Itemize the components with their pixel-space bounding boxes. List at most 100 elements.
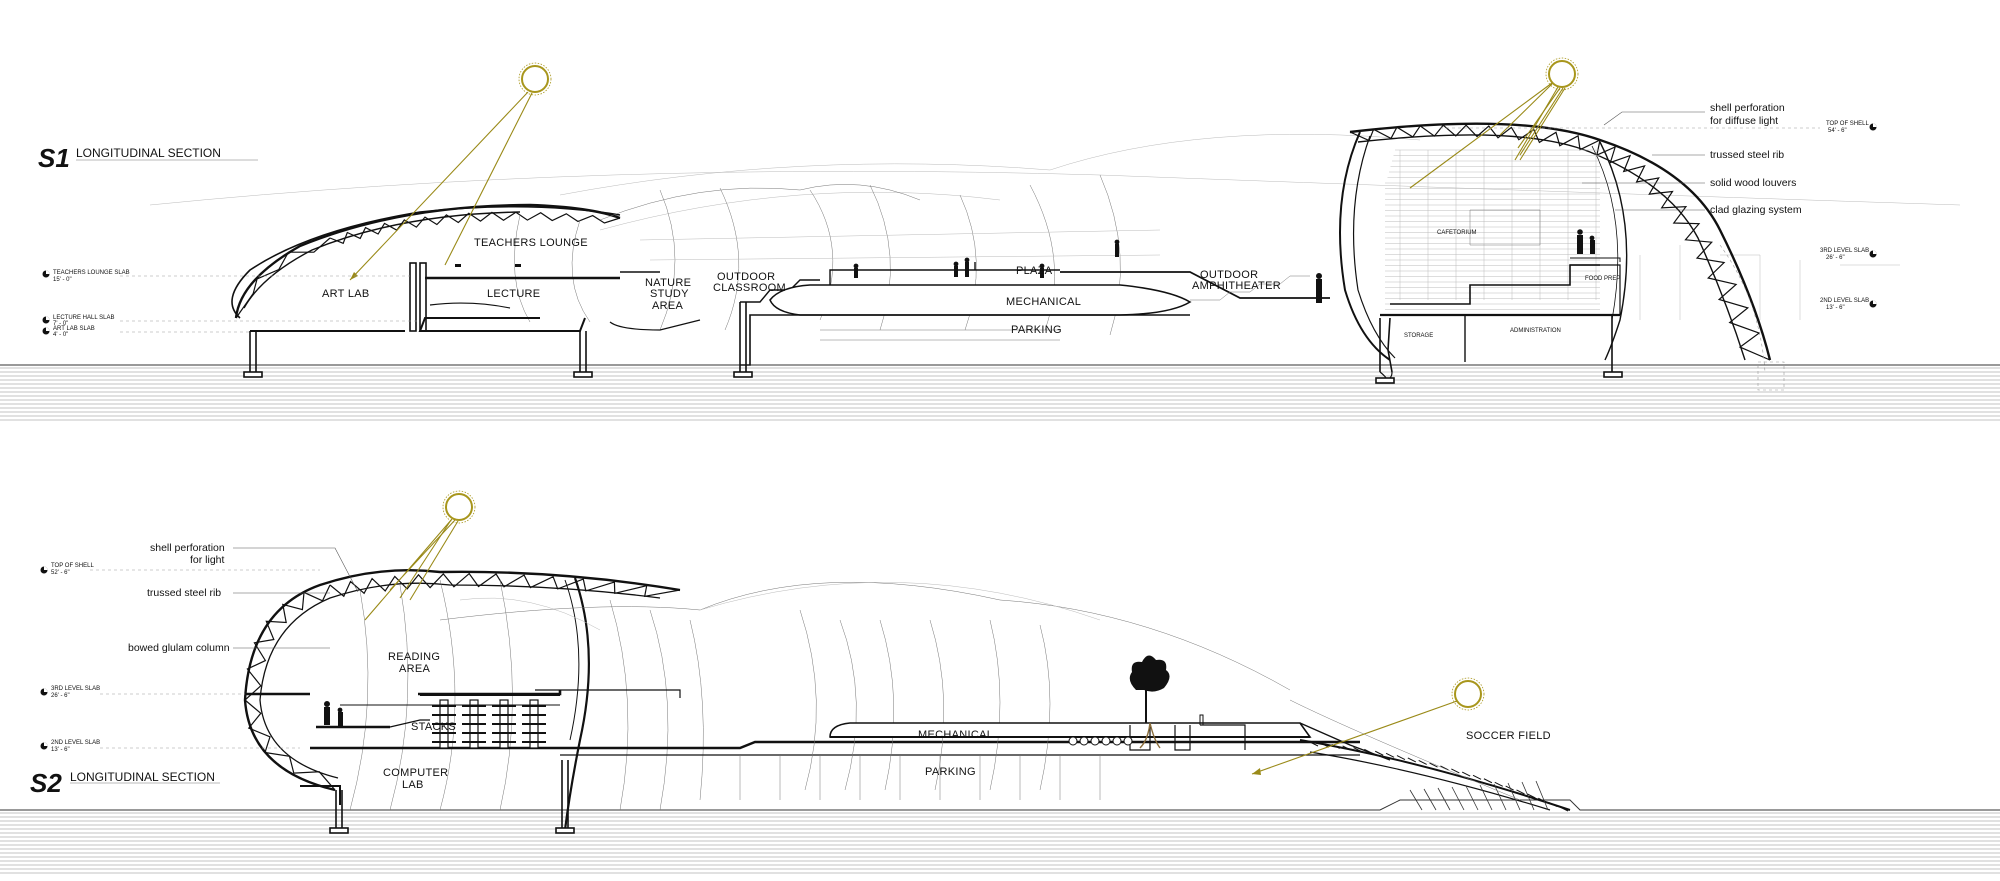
s1-room-labels: TEACHERS LOUNGE ART LAB LECTURE NATURE S…	[322, 230, 1620, 339]
person-icon	[1577, 235, 1583, 254]
s2-level-second-elev: 13' - 6"	[51, 747, 70, 753]
s2-people	[324, 701, 343, 726]
s2-anno-column: bowed glulam column	[128, 642, 230, 654]
s1-levels-right: TOP OF SHELL 54' - 6" 3RD LEVEL SLAB 26'…	[1440, 121, 1877, 311]
level-marker-icon	[42, 270, 50, 278]
sun-icon	[445, 493, 473, 521]
level-third-elev: 26' - 6"	[1826, 255, 1845, 261]
anno-perforation-2: for diffuse light	[1710, 115, 1778, 127]
label-lab: LAB	[402, 779, 424, 791]
s1-ground	[0, 364, 2000, 421]
anno-glazing: clad glazing system	[1710, 204, 1802, 216]
s2-number: S2	[30, 768, 62, 798]
s1-number: S1	[38, 143, 70, 173]
label-nature: NATURE	[645, 277, 691, 289]
label-stacks: STACKS	[411, 721, 456, 733]
s1-central-volume	[599, 174, 1330, 378]
section-s1: S1 LONGITUDINAL SECTION	[0, 57, 2000, 421]
person-icon	[338, 712, 343, 726]
s1-levels-left: TEACHERS LOUNGE SLAB 15' - 0" LECTURE HA…	[42, 270, 420, 338]
anno-perforation: shell perforation	[1710, 102, 1785, 114]
section-s2: S2 LONGITUDINAL SECTION	[0, 490, 2000, 874]
person-icon	[1590, 240, 1595, 254]
s2-room-labels: READING AREA STACKS COMPUTER LAB MECHANI…	[383, 651, 1551, 791]
level-marker-icon	[1869, 123, 1877, 131]
person-icon	[954, 266, 958, 277]
level-teachers-slab: TEACHERS LOUNGE SLAB	[53, 270, 130, 276]
s2-library-shell	[243, 568, 1360, 834]
label-amphitheater: AMPHITHEATER	[1192, 280, 1281, 292]
s1-annotations: shell perforation for diffuse light trus…	[1582, 102, 1802, 216]
s1-title: LONGITUDINAL SECTION	[76, 146, 221, 160]
level-marker-icon	[1869, 250, 1877, 258]
level-art-slab: ART LAB SLAB	[53, 326, 95, 332]
person-icon	[1316, 279, 1322, 303]
s2-level-top-elev: 52' - 6"	[51, 570, 70, 576]
label-teachers-lounge: TEACHERS LOUNGE	[474, 237, 588, 249]
label-parking-s2: PARKING	[925, 766, 976, 778]
anno-rib: trussed steel rib	[1710, 149, 1784, 161]
s2-level-top-shell: TOP OF SHELL	[51, 563, 94, 569]
level-lecture-slab: LECTURE HALL SLAB	[53, 315, 114, 321]
level-marker-icon	[42, 327, 50, 335]
s1-people	[853, 229, 1595, 303]
s2-anno-rib: trussed steel rib	[147, 587, 221, 599]
s2-sun-west	[364, 490, 476, 621]
s2-level-second-slab: 2ND LEVEL SLAB	[51, 740, 100, 746]
label-reading: READING	[388, 651, 440, 663]
tree-icon	[1129, 655, 1170, 749]
level-top-elev: 54' - 6"	[1828, 128, 1847, 134]
s2-anno-perforation: shell perforation	[150, 542, 225, 554]
person-icon	[854, 268, 858, 278]
person-icon	[1115, 244, 1119, 257]
s2-sun-east	[1251, 677, 1485, 775]
sun-icon	[521, 65, 549, 93]
person-icon	[965, 262, 969, 277]
label-administration: ADMINISTRATION	[1510, 328, 1561, 334]
label-lecture: LECTURE	[487, 288, 540, 300]
label-mechanical-s2: MECHANICAL	[918, 729, 993, 741]
label-outdoor: OUTDOOR	[717, 271, 775, 283]
level-lecture-elev: 7' - 0"	[53, 321, 68, 327]
s2-ground	[0, 799, 2000, 874]
s2-central-volume	[439, 581, 1571, 812]
label-soccer-field: SOCCER FIELD	[1466, 730, 1551, 742]
level-marker-icon	[42, 316, 50, 324]
s1-west-slabs	[243, 262, 660, 378]
person-icon	[324, 707, 330, 725]
s1-west-shell	[231, 203, 621, 323]
level-marker-icon	[40, 566, 48, 574]
sun-icon	[1548, 60, 1576, 88]
s2-annotations: shell perforation for light trussed stee…	[128, 542, 359, 654]
level-top-shell: TOP OF SHELL	[1826, 121, 1869, 127]
person-icon	[1040, 268, 1044, 278]
level-second-slab: 2ND LEVEL SLAB	[1820, 298, 1869, 304]
label-study: STUDY	[650, 288, 689, 300]
label-computer: COMPUTER	[383, 767, 448, 779]
level-second-elev: 13' - 6"	[1826, 305, 1845, 311]
label-art-lab: ART LAB	[322, 288, 370, 300]
label-reading-area: AREA	[399, 663, 431, 675]
s2-anno-perforation-2: for light	[190, 554, 225, 566]
s2-levels-left: TOP OF SHELL 52' - 6" 3RD LEVEL SLAB 26'…	[40, 563, 320, 753]
s2-level-third-elev: 26' - 6"	[51, 693, 70, 699]
level-marker-icon	[40, 742, 48, 750]
label-area: AREA	[652, 300, 684, 312]
s1-sun-east	[1409, 57, 1579, 189]
level-marker-icon	[1869, 300, 1877, 308]
label-outdoor-amph: OUTDOOR	[1200, 269, 1258, 281]
label-parking-s1: PARKING	[1011, 324, 1062, 336]
level-art-elev: 4' - 0"	[53, 332, 68, 338]
label-plaza: PLAZA	[1016, 265, 1053, 277]
label-classroom: CLASSROOM	[713, 282, 786, 294]
s2-level-third-slab: 3RD LEVEL SLAB	[51, 686, 100, 692]
label-storage: STORAGE	[1404, 333, 1433, 339]
level-marker-icon	[40, 688, 48, 696]
level-teachers-elev: 15' - 0"	[53, 277, 72, 283]
anno-louvers: solid wood louvers	[1710, 177, 1796, 189]
s1-east-shell	[1339, 122, 1785, 391]
sun-icon	[1454, 680, 1482, 708]
s2-title: LONGITUDINAL SECTION	[70, 770, 215, 784]
label-food-prep: FOOD PREP	[1585, 276, 1620, 282]
